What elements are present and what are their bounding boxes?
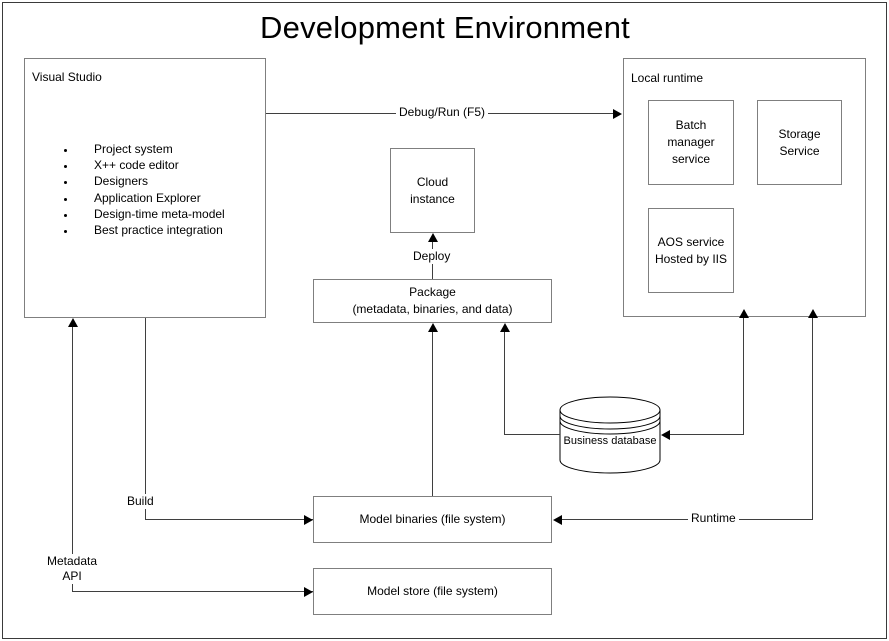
storage-service-line1: Storage [778, 126, 821, 141]
local-runtime-label: Local runtime [631, 71, 704, 85]
list-item: Project system [76, 141, 225, 157]
database-icon [559, 396, 661, 474]
edge-build-line-h [145, 519, 313, 520]
package-box[interactable]: Package (metadata, binaries, and data) [313, 279, 552, 323]
edge-metadata-api-arrowhead [68, 318, 78, 327]
list-item: Design-time meta-model [76, 206, 225, 222]
edge-binaries-to-package-arrowhead [428, 323, 438, 332]
edge-metadata-api-line-h [72, 591, 313, 592]
edge-label-debug-run: Debug/Run (F5) [396, 105, 489, 120]
edge-runtime-to-database-v [743, 318, 744, 435]
edge-label-build: Build [124, 494, 157, 509]
edge-metadata-api-to-store-arrowhead [304, 587, 313, 597]
model-store-box[interactable]: Model store (file system) [313, 568, 552, 615]
edge-runtime-to-database-h [670, 434, 744, 435]
edge-label-metadata-api-line1: Metadata [47, 554, 98, 568]
aos-service-line1: AOS service [657, 234, 725, 249]
list-item: Designers [76, 173, 225, 189]
cloud-instance-line1: Cloud [416, 174, 449, 189]
list-item: X++ code editor [76, 157, 225, 173]
edge-runtime-line-h [562, 519, 813, 520]
edge-label-metadata-api: Metadata API [44, 554, 101, 584]
visual-studio-feature-list: Project system X++ code editor Designers… [62, 141, 225, 238]
list-item: Best practice integration [76, 222, 225, 238]
edge-database-to-package-arrowhead [500, 323, 510, 332]
edge-runtime-line-v [812, 318, 813, 520]
edge-binaries-to-package-line [432, 331, 433, 496]
batch-manager-service-line1: Batch [675, 118, 707, 132]
cloud-instance-box[interactable]: Cloud instance [390, 148, 475, 233]
edge-deploy-arrowhead [428, 233, 438, 242]
edge-runtime-to-local-arrowhead [808, 309, 818, 318]
aos-service-box[interactable]: AOS service Hosted by IIS [648, 208, 734, 293]
model-store-label: Model store (file system) [367, 584, 498, 598]
storage-service-line2: Service [779, 143, 820, 158]
edge-database-to-package-v [504, 331, 505, 435]
edge-runtime-to-database-arrowhead [661, 430, 670, 440]
business-database-cylinder[interactable]: Business database [559, 396, 661, 474]
edge-label-metadata-api-line2: API [62, 569, 82, 583]
batch-manager-service-line2: manager [667, 135, 715, 149]
edge-build-line-v [145, 318, 146, 520]
visual-studio-label: Visual Studio [32, 70, 102, 84]
aos-service-line2: Hosted by IIS [654, 251, 728, 266]
package-line1: Package [409, 285, 456, 299]
edge-label-deploy: Deploy [410, 249, 454, 264]
visual-studio-box[interactable] [24, 58, 266, 318]
edge-label-runtime: Runtime [688, 511, 739, 526]
edge-database-to-runtime-arrowhead [739, 309, 749, 318]
storage-service-box[interactable]: Storage Service [757, 100, 842, 185]
edge-metadata-api-line-v [72, 326, 73, 592]
page-title: Development Environment [260, 10, 630, 45]
model-binaries-box[interactable]: Model binaries (file system) [313, 496, 552, 543]
batch-manager-service-box[interactable]: Batch manager service [648, 100, 734, 185]
edge-build-arrowhead [304, 515, 313, 525]
edge-database-to-package-h [504, 434, 560, 435]
edge-runtime-arrowhead [553, 515, 562, 525]
model-binaries-label: Model binaries (file system) [359, 512, 506, 526]
package-line2: (metadata, binaries, and data) [352, 302, 513, 316]
list-item: Application Explorer [76, 190, 225, 206]
cloud-instance-line2: instance [410, 191, 455, 206]
batch-manager-service-line3: service [671, 152, 710, 166]
edge-debug-run-arrowhead [613, 109, 622, 119]
